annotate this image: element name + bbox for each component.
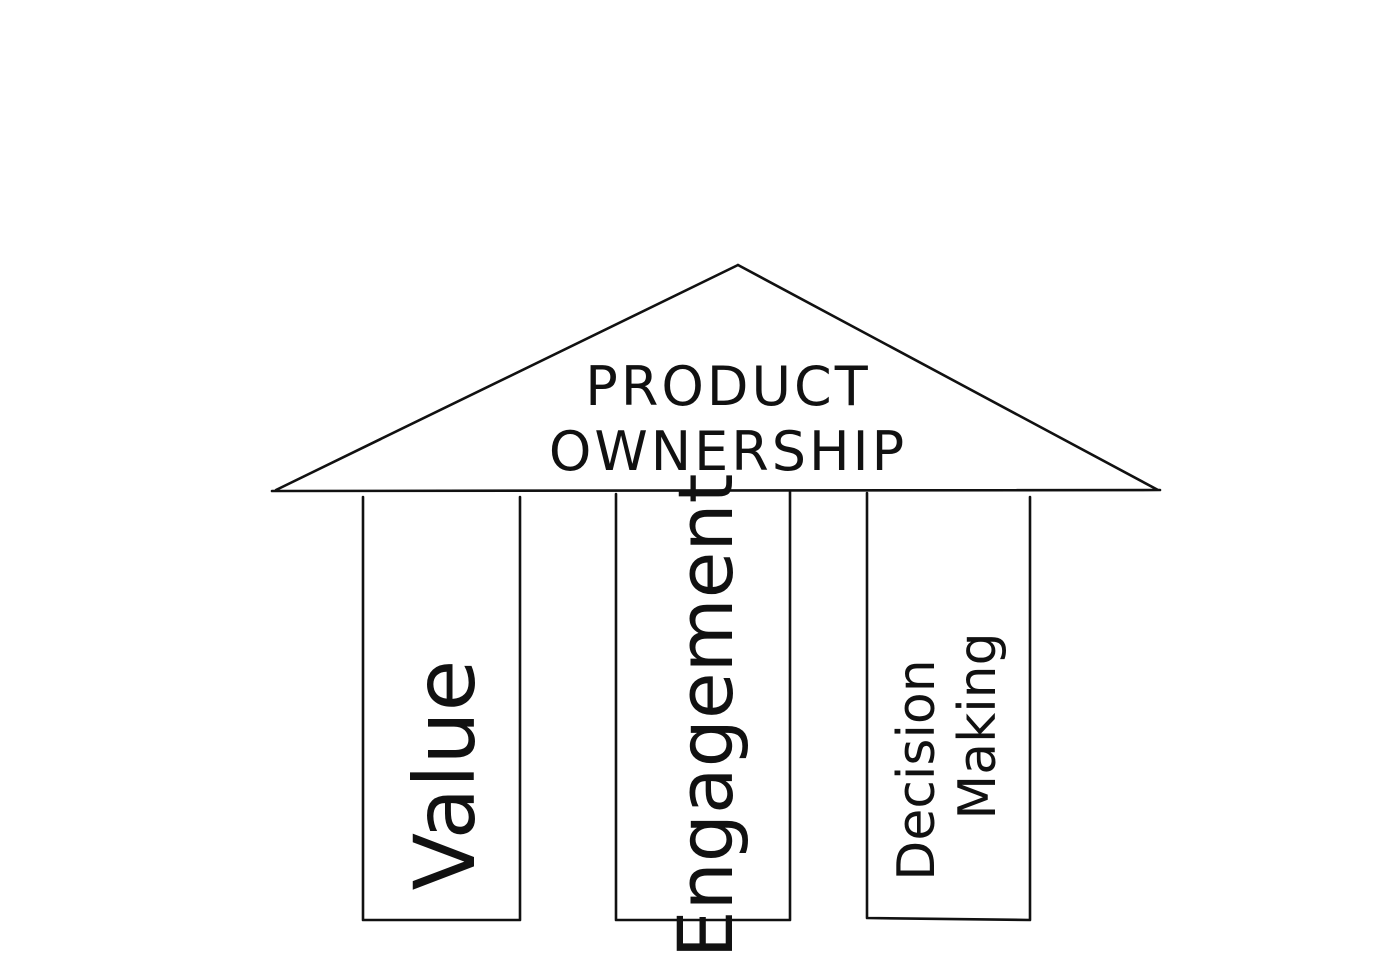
roof: PRODUCT OWNERSHIP: [270, 263, 1162, 493]
roof-outline: [270, 263, 1162, 493]
pillar-value-outline: [361, 495, 522, 922]
pillar-decision-making-label-line-2: Making: [948, 632, 1008, 819]
pillar-engagement-label: Engagement: [661, 474, 750, 959]
roof-title-line-2: OWNERSHIP: [549, 420, 907, 483]
pillar-engagement-outline: [614, 490, 792, 922]
roof-title-line-1: PRODUCT: [585, 355, 870, 418]
pillar-decision-making-outline: [865, 491, 1032, 922]
pillar-value-label: Value: [396, 660, 494, 891]
pillar-value: Value: [361, 495, 522, 922]
pillar-decision-making: Decision Making: [865, 491, 1032, 922]
pillar-engagement: Engagement: [614, 474, 792, 959]
pillar-decision-making-label-line-1: Decision: [887, 659, 947, 880]
